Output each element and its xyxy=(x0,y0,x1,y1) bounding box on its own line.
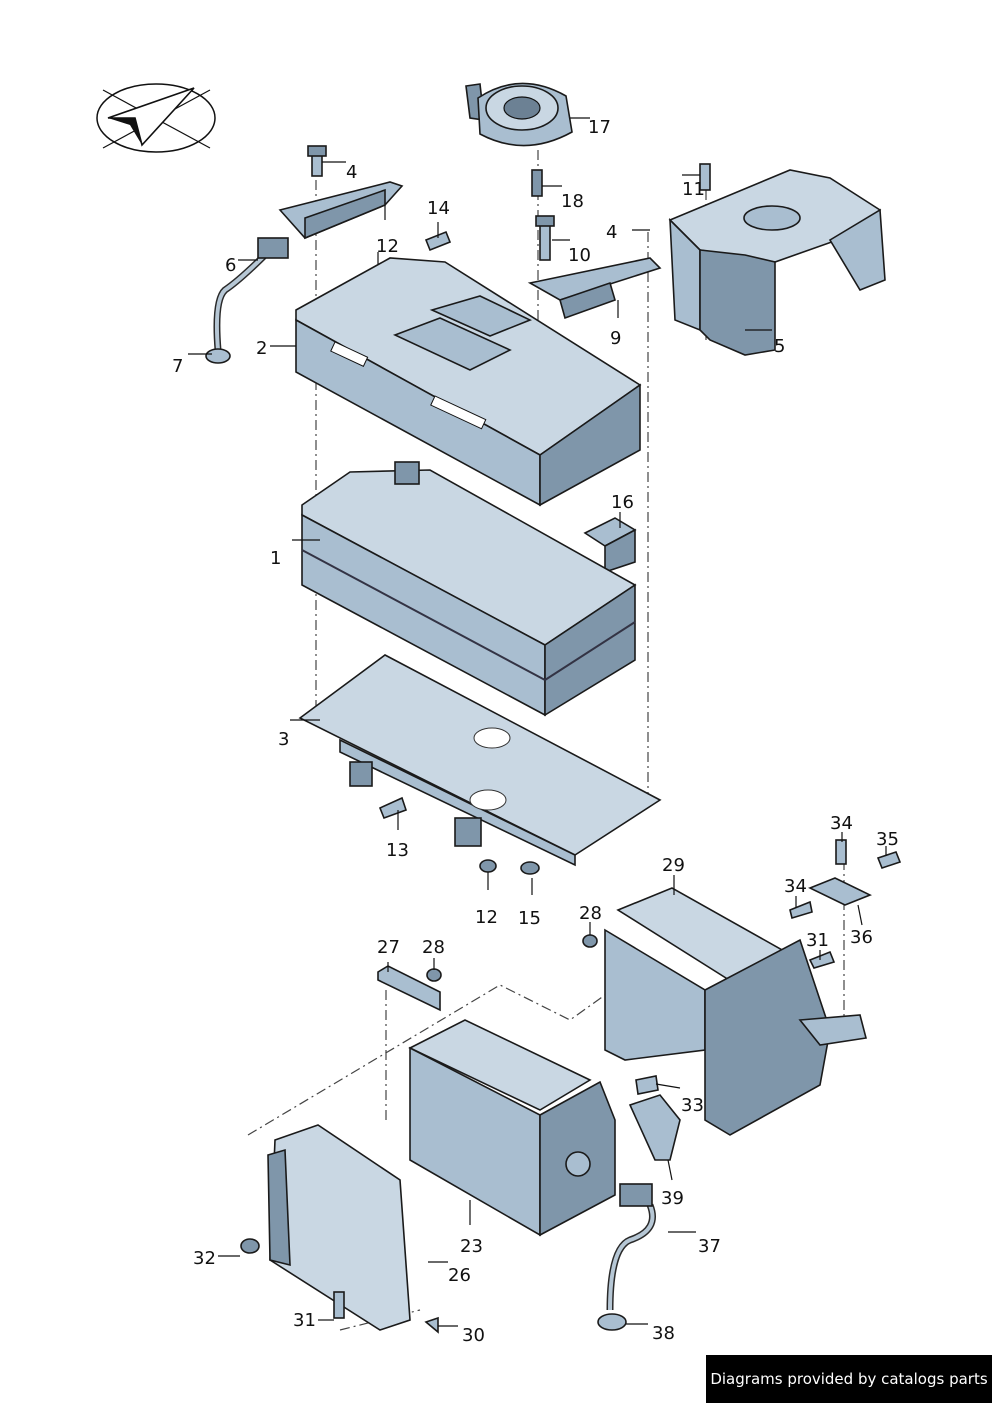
callout-18: 18 xyxy=(561,191,584,212)
bolt-parts-18-10 xyxy=(531,169,555,261)
callout-36: 36 xyxy=(850,927,873,948)
callout-37: 37 xyxy=(698,1236,721,1257)
callout-31: 31 xyxy=(293,1310,316,1331)
callout-10: 10 xyxy=(568,245,591,266)
callout-27: 27 xyxy=(377,937,400,958)
module-box-part-23 xyxy=(408,1019,616,1237)
callout-34: 34 xyxy=(830,813,853,834)
bolt-part-14 xyxy=(424,230,452,252)
callout-9: 9 xyxy=(610,328,622,349)
callout-5: 5 xyxy=(774,336,786,357)
callout-26: 26 xyxy=(448,1265,471,1286)
callout-11: 11 xyxy=(682,179,705,200)
fasteners-12-13-15 xyxy=(378,796,540,875)
callout-14: 14 xyxy=(427,198,450,219)
bar-part-27 xyxy=(377,934,598,1012)
callout-35: 35 xyxy=(876,829,899,850)
cable-part-6-7 xyxy=(205,237,289,364)
callout-6: 6 xyxy=(225,255,237,276)
callout-39: 39 xyxy=(661,1188,684,1209)
callout-33: 33 xyxy=(681,1095,704,1116)
bracket-part-4 xyxy=(278,145,404,240)
clip-part-39 xyxy=(628,1094,681,1161)
callout-4b: 4 xyxy=(606,222,618,243)
callout-31b: 31 xyxy=(806,930,829,951)
callout-28b: 28 xyxy=(579,903,602,924)
bracket-part-9 xyxy=(527,257,662,320)
callout-13: 13 xyxy=(386,840,409,861)
callout-4: 4 xyxy=(346,162,358,183)
bracket-part-5 xyxy=(668,163,886,356)
callout-23: 23 xyxy=(460,1236,483,1257)
battery-cover-part-2 xyxy=(295,257,642,507)
callout-2: 2 xyxy=(256,338,268,359)
fan-part-17 xyxy=(465,82,573,147)
callout-34b: 34 xyxy=(784,876,807,897)
callout-3: 3 xyxy=(278,729,290,750)
clip-part-16 xyxy=(583,517,637,574)
credit-footer: Diagrams provided by catalogs parts xyxy=(706,1355,992,1403)
leader-lines xyxy=(188,117,887,1327)
housing-part-29 xyxy=(604,887,867,1136)
tray-part-3 xyxy=(298,654,662,867)
callout-16: 16 xyxy=(611,492,634,513)
cable-part-37-38 xyxy=(597,1183,656,1331)
callout-15: 15 xyxy=(518,908,541,929)
callout-12: 12 xyxy=(475,907,498,928)
battery-part-1 xyxy=(301,461,637,717)
fasteners-30-33 xyxy=(240,1075,659,1334)
callout-7: 7 xyxy=(172,356,184,377)
callout-32: 32 xyxy=(193,1248,216,1269)
callout-1: 1 xyxy=(270,548,282,569)
bracket-part-26 xyxy=(267,1124,411,1331)
callout-17: 17 xyxy=(588,117,611,138)
callout-38: 38 xyxy=(652,1323,675,1344)
direction-arrow-icon xyxy=(96,83,216,153)
callout-8: 12 xyxy=(376,236,399,257)
callout-28: 28 xyxy=(422,937,445,958)
bracket-part-36 xyxy=(789,839,902,969)
callout-30: 30 xyxy=(462,1325,485,1346)
callout-29: 29 xyxy=(662,855,685,876)
